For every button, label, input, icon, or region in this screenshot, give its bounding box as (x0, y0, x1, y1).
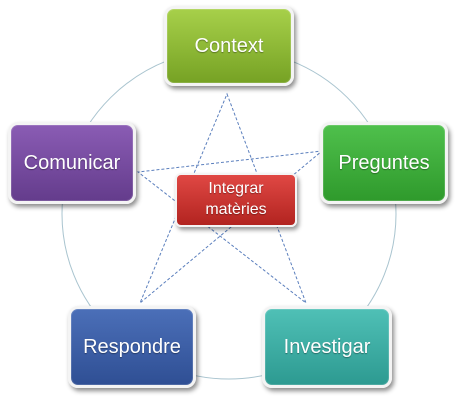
context-node: Context (164, 6, 294, 86)
respondre-node: Respondre (68, 306, 196, 388)
star-outline (136, 92, 324, 305)
center-node: Integrar matèries (175, 173, 297, 227)
center-label: Integrar matèries (205, 180, 267, 218)
respondre-label: Respondre (83, 335, 181, 358)
investigar-node: Investigar (262, 306, 392, 388)
preguntes-label: Preguntes (338, 151, 430, 174)
investigar-label: Investigar (283, 335, 371, 358)
preguntes-node: Preguntes (320, 122, 448, 204)
context-label: Context (194, 34, 264, 57)
comunicar-label: Comunicar (23, 151, 121, 174)
comunicar-node: Comunicar (8, 122, 136, 204)
